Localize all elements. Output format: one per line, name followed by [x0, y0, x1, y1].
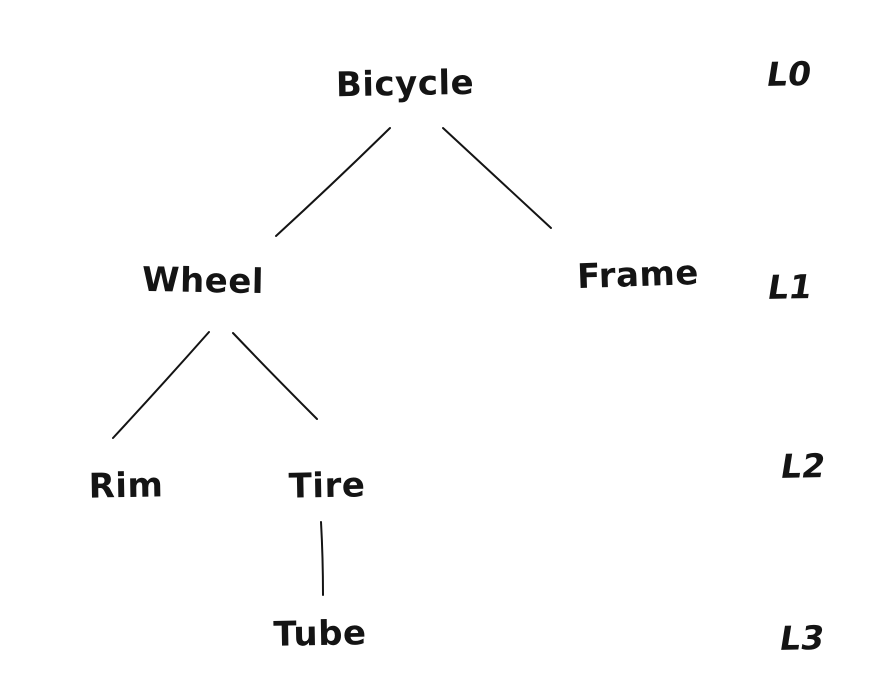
level-label-l1: L1: [764, 267, 816, 307]
level-label-l0: L0: [763, 54, 815, 94]
node-frame: Frame: [576, 252, 700, 298]
node-rim: Rim: [88, 465, 164, 507]
node-tube: Tube: [273, 613, 367, 655]
edge-tire-tube: [320, 521, 324, 596]
node-bicycle: Bicycle: [335, 62, 475, 106]
edge-wheel-rim: [112, 331, 210, 439]
level-label-l2: L2: [777, 446, 829, 486]
edge-wheel-tire: [232, 332, 318, 420]
node-wheel: Wheel: [141, 259, 265, 303]
edge-bicycle-wheel: [275, 127, 391, 237]
node-tire: Tire: [288, 465, 366, 507]
edge-bicycle-frame: [442, 127, 552, 229]
level-label-l3: L3: [776, 618, 828, 658]
